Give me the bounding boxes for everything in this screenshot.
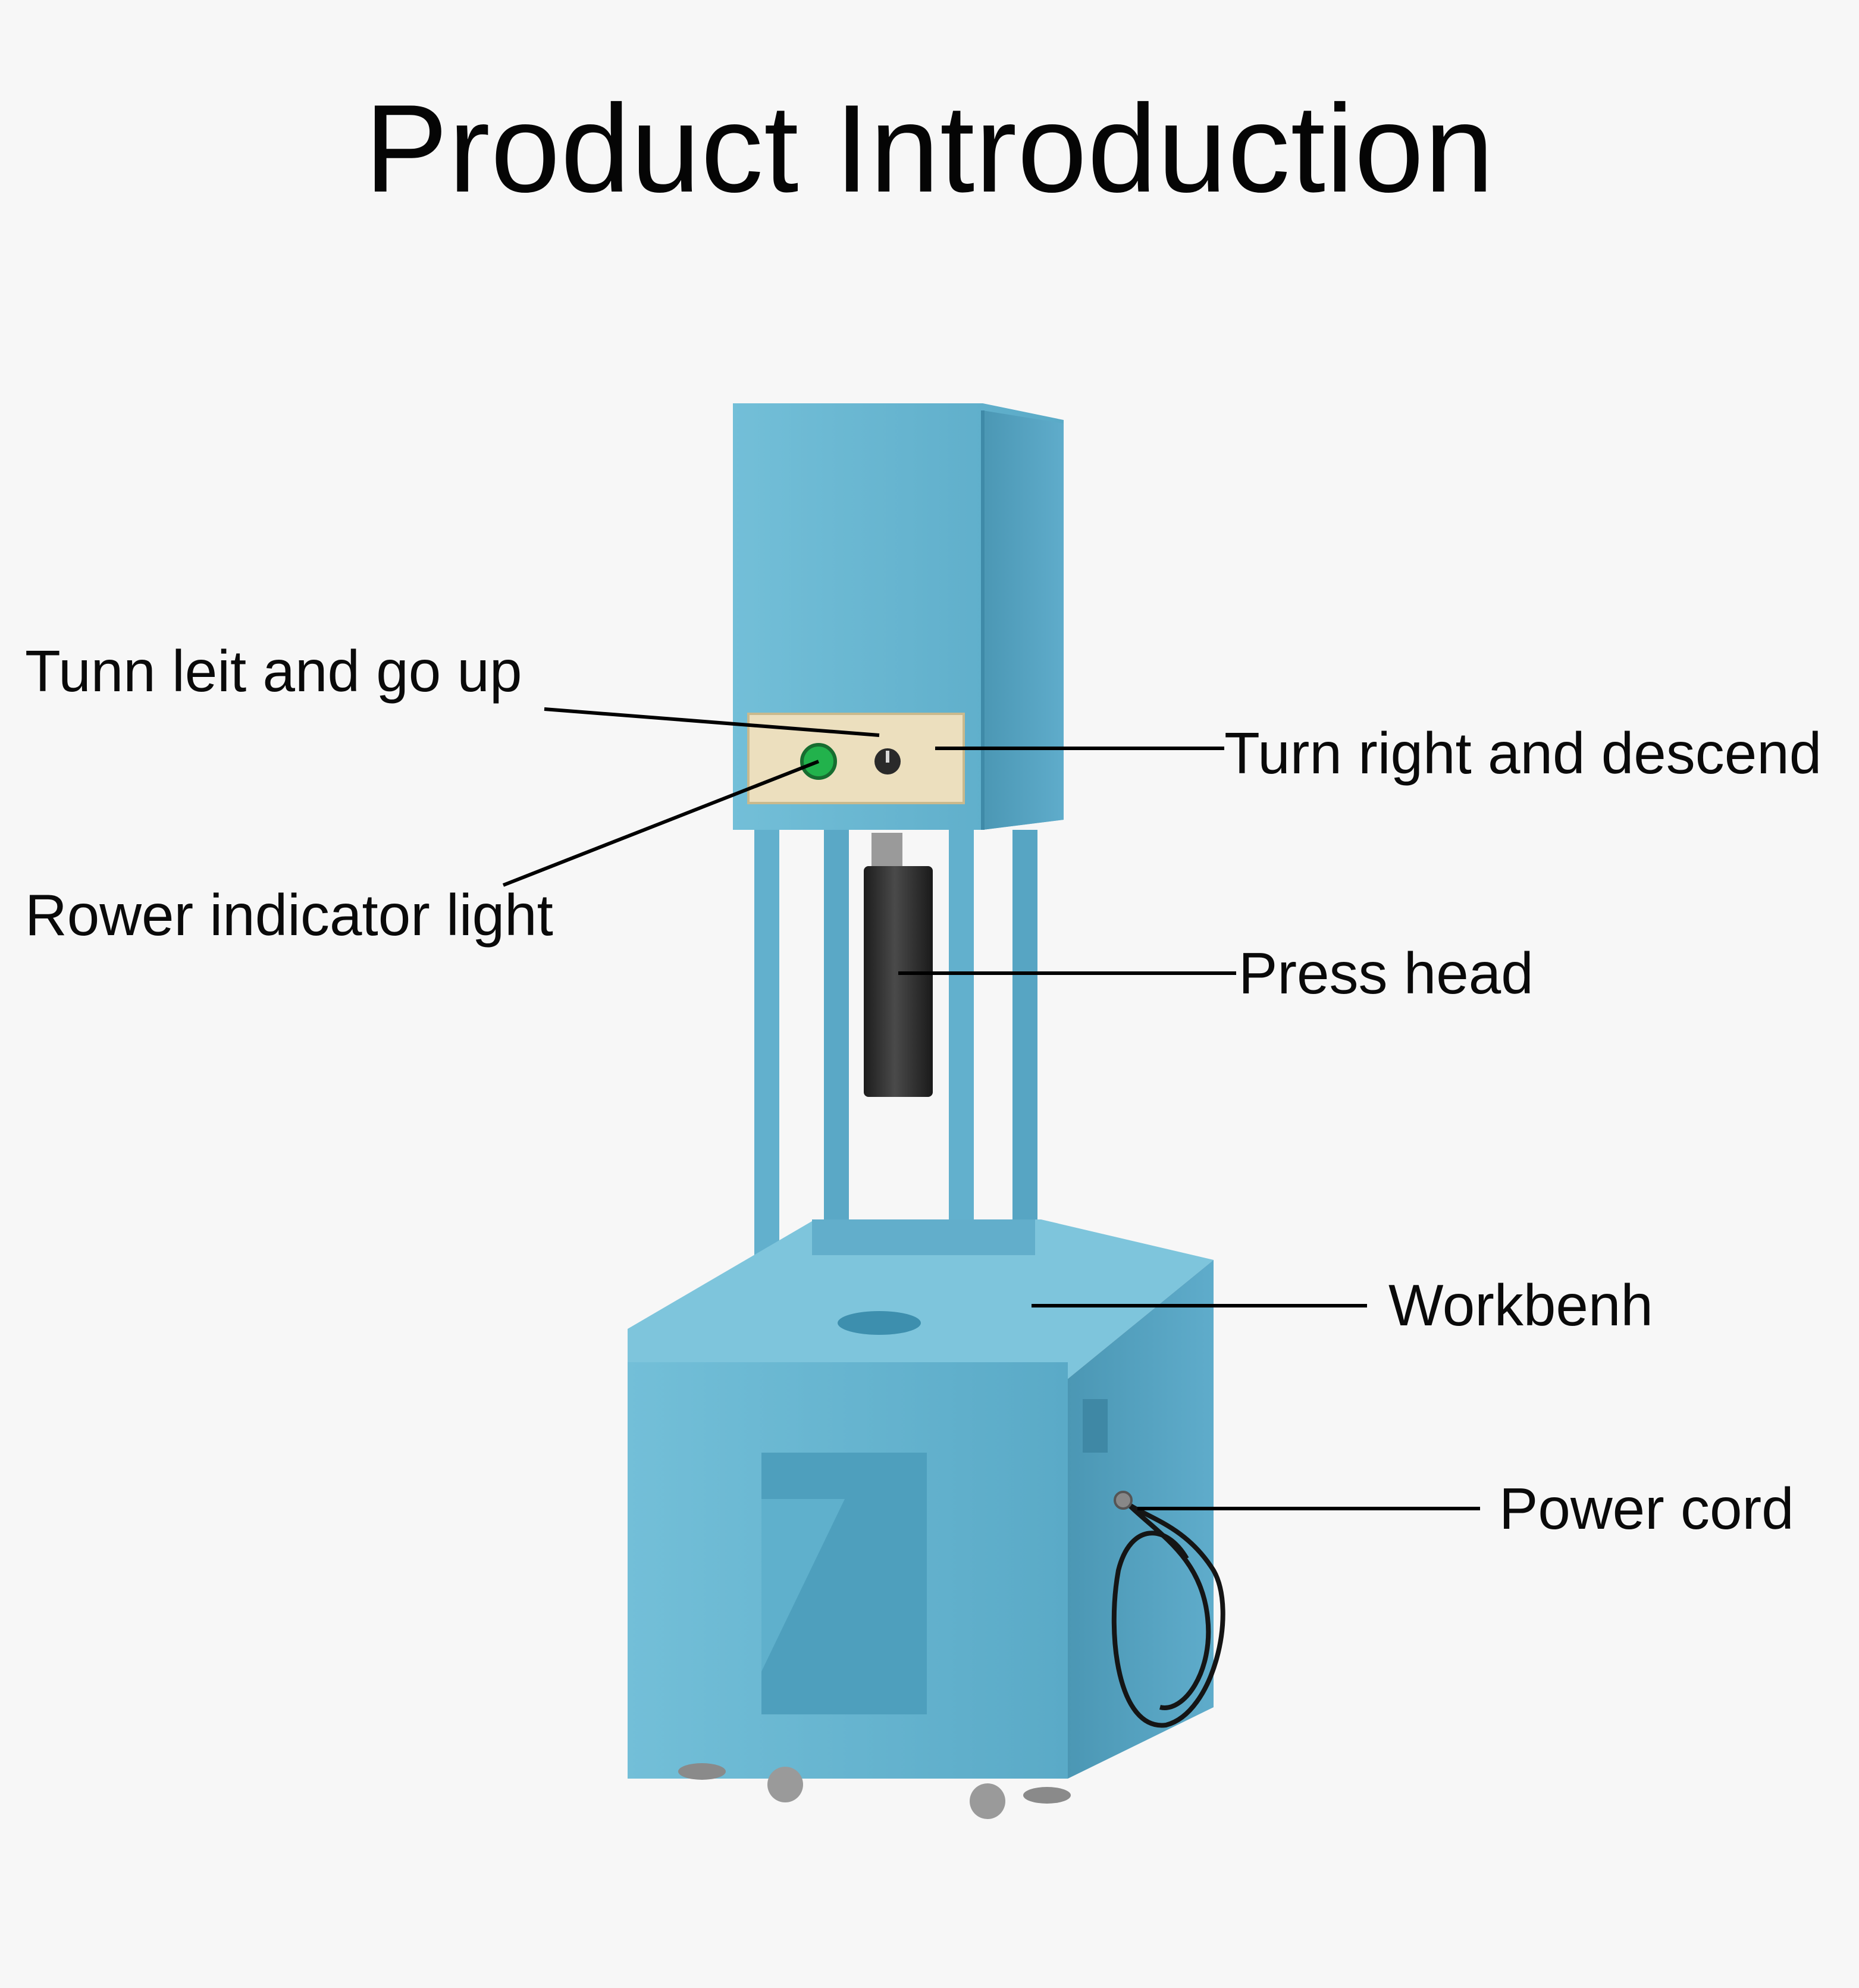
callout-power-cord: Power cord xyxy=(1499,1476,1794,1541)
callout-press-head: Press head xyxy=(1239,940,1534,1006)
callout-power-indicator-light: Rower indicator light xyxy=(25,882,553,948)
control-panel xyxy=(747,713,965,804)
press-head xyxy=(864,833,933,1097)
callout-workbench: Workbenh xyxy=(1388,1272,1653,1338)
callout-turn-right: Turn right and descend xyxy=(1224,720,1822,786)
workbench-base xyxy=(628,1219,1214,1779)
casters xyxy=(678,1763,1071,1819)
callout-tunn-left: Tunn leit and go up xyxy=(25,638,522,704)
callout-leaders xyxy=(502,707,1480,1510)
page-title: Product Introduction xyxy=(364,79,1495,218)
power-cord xyxy=(1111,1491,1225,1728)
